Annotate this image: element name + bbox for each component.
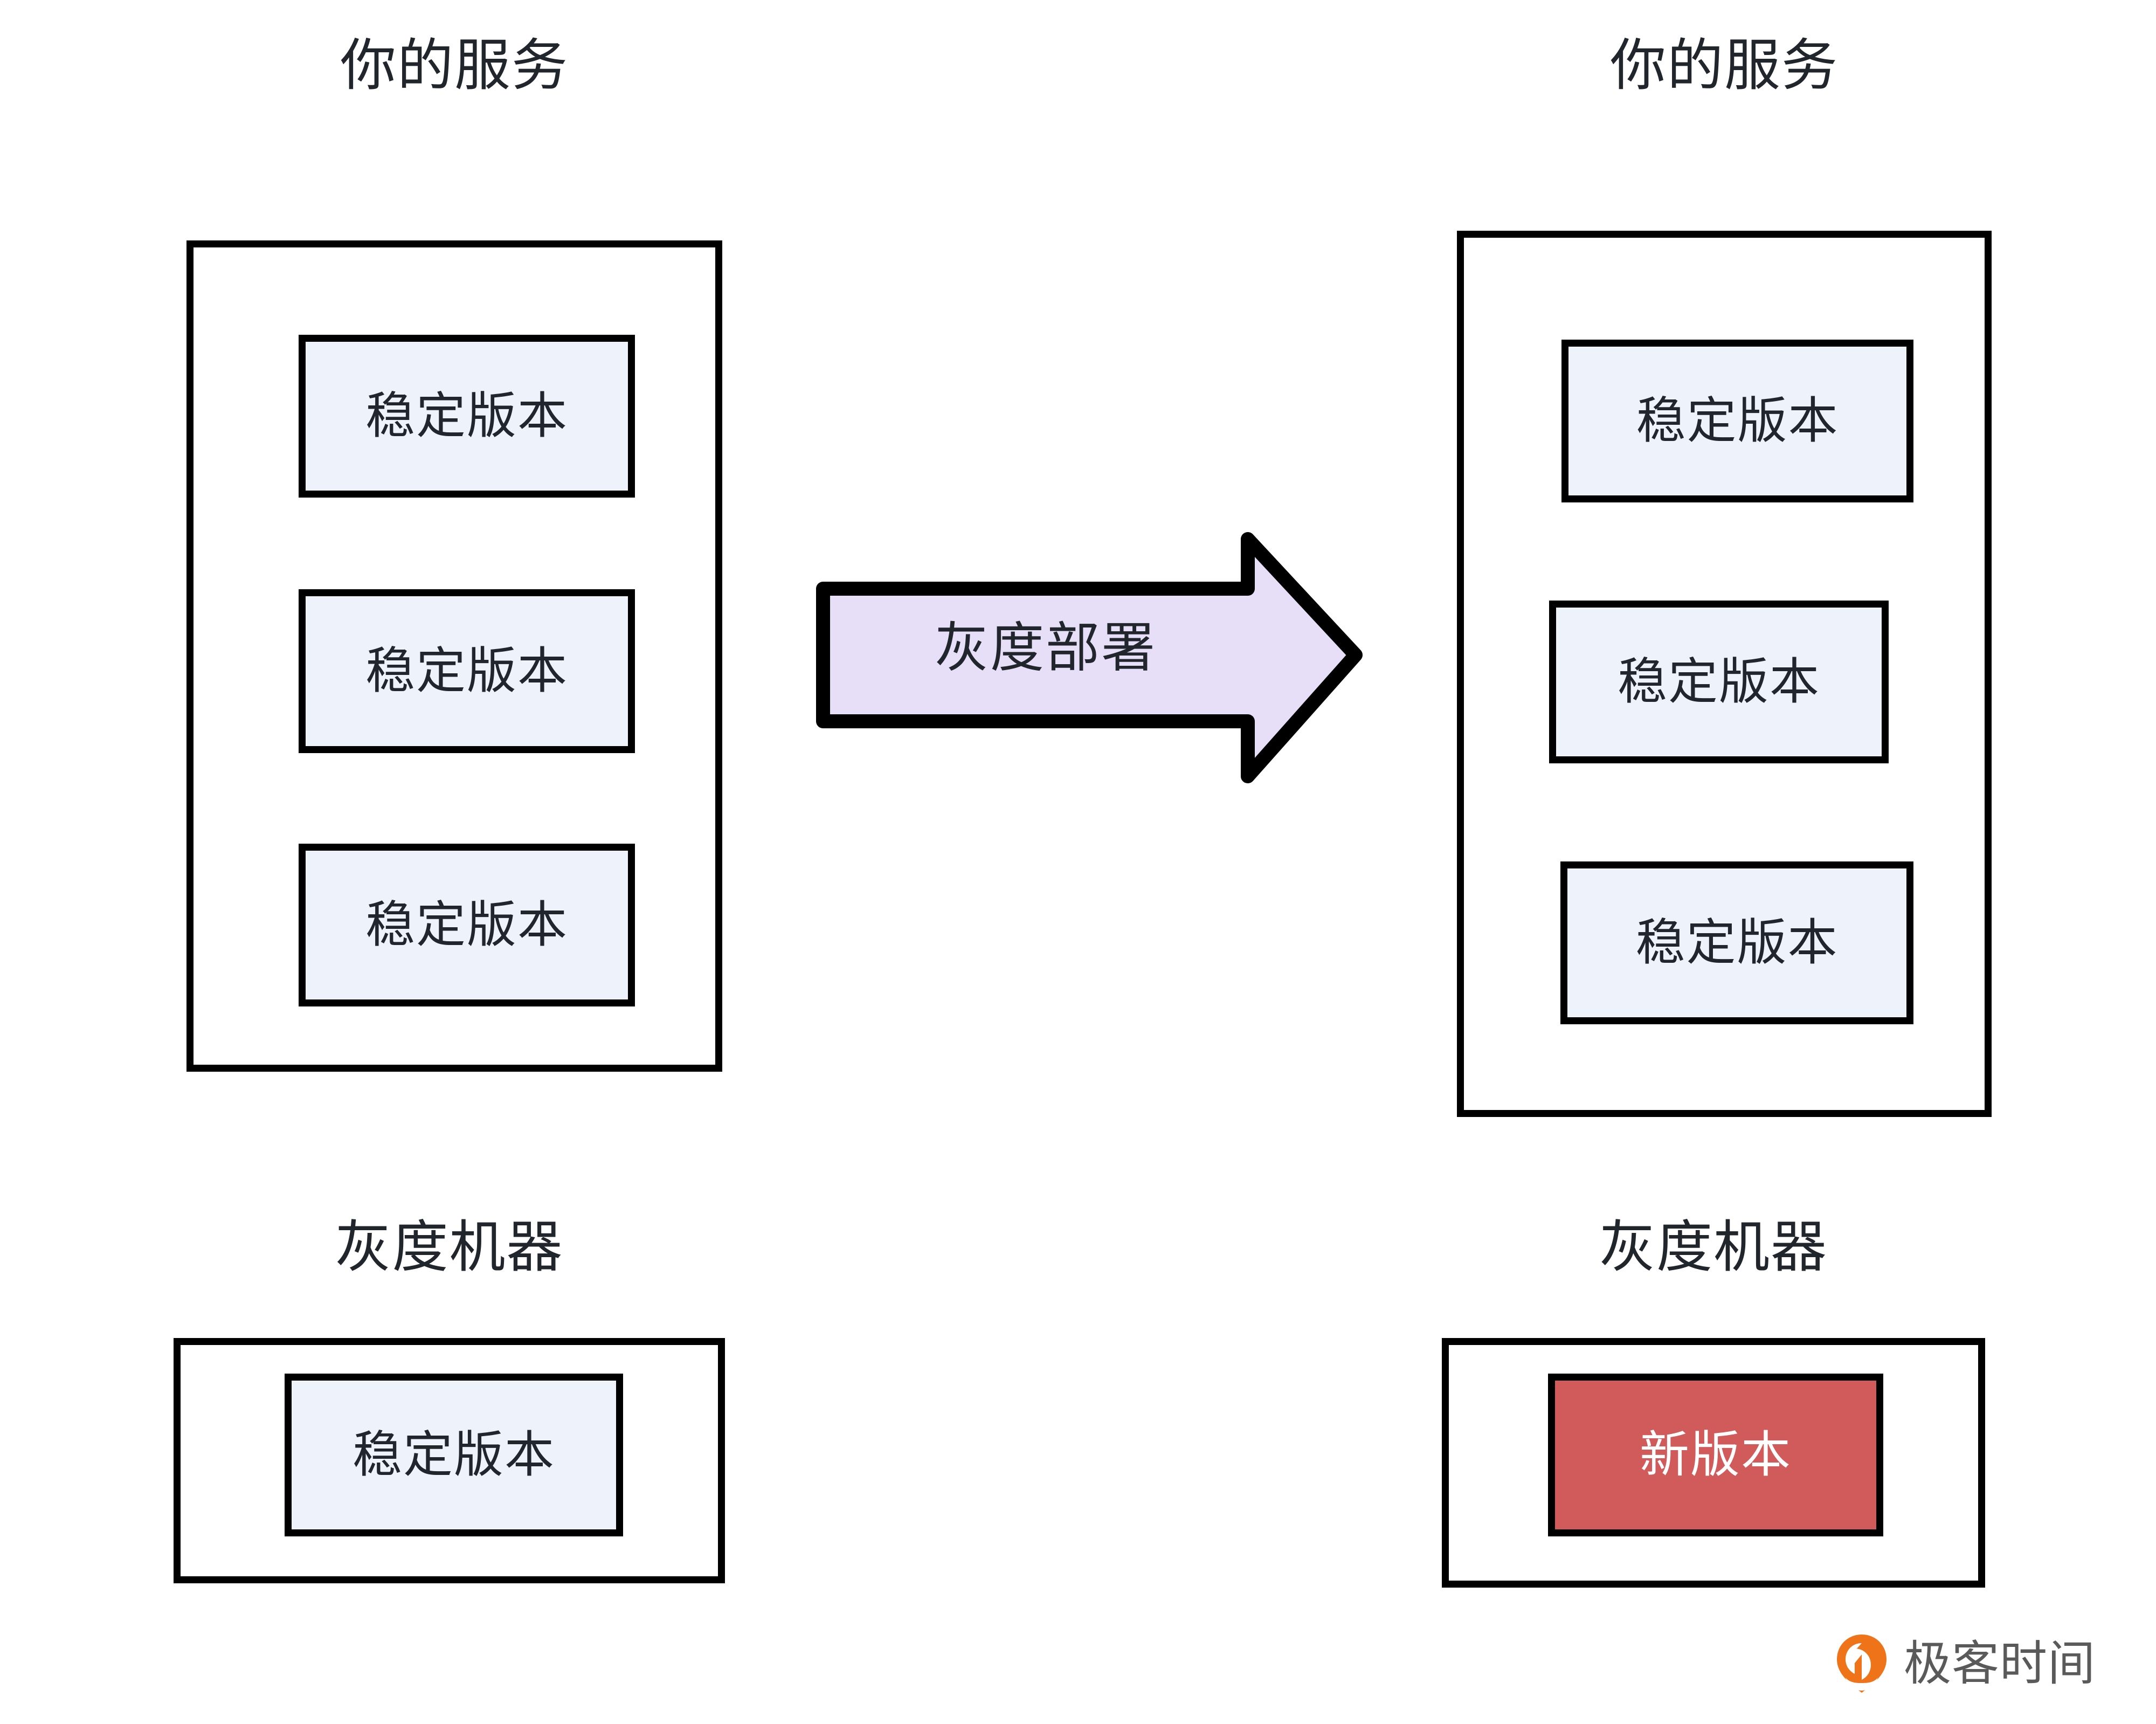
before-canary-group-title: 灰度机器 [335,1216,564,1279]
after-service-chip-1: 稳定版本 [1561,340,1913,502]
deployment-arrow [808,526,1380,795]
geek-time-pin-logo-icon [1837,1635,1887,1693]
watermark: 极客时间 [1834,1633,2096,1694]
after-service-chip-3: 稳定版本 [1560,861,1913,1024]
after-canary-chip-new-version: 新版本 [1548,1374,1883,1536]
watermark-brand-text: 极客时间 [1904,1637,2096,1690]
deployment-arrow-label: 灰度部署 [935,618,1157,678]
after-canary-group-title: 灰度机器 [1599,1216,1828,1279]
arrow-right-icon [816,532,1363,783]
after-service-group-title: 你的服务 [1609,35,1839,97]
before-service-chip-3: 稳定版本 [299,844,635,1006]
before-canary-chip-1: 稳定版本 [285,1374,623,1536]
before-service-chip-2: 稳定版本 [299,589,635,753]
after-service-chip-2: 稳定版本 [1549,601,1889,763]
before-service-chip-1: 稳定版本 [299,335,635,498]
before-service-group-title: 你的服务 [340,35,569,97]
